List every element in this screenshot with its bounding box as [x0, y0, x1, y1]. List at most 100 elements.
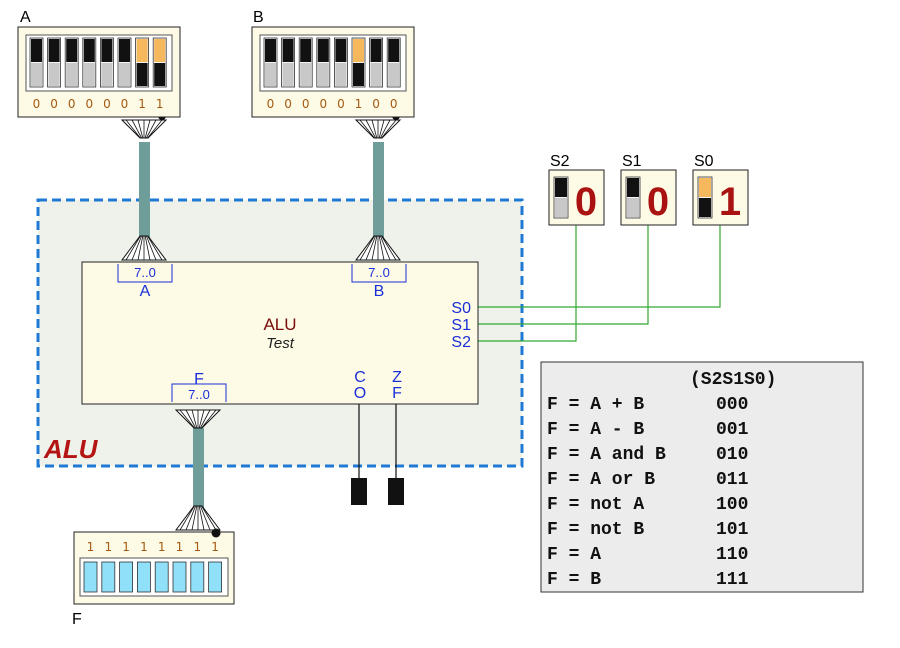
alu-title: ALU — [263, 315, 296, 334]
fan-line — [146, 119, 157, 139]
dip-lever-off — [31, 39, 42, 62]
fan-line — [147, 119, 163, 139]
dip-lever-base — [265, 63, 276, 86]
op-row-4-code: 100 — [716, 495, 748, 515]
connector-a-bottom — [121, 235, 167, 261]
fan-line — [144, 235, 151, 261]
input-b-bit-1: 0 — [284, 97, 292, 111]
fan-line — [131, 235, 142, 261]
op-row-5-code: 101 — [716, 520, 749, 540]
op-row-3-code: 011 — [716, 470, 749, 490]
fan-line — [371, 235, 378, 261]
dip-lever-off — [119, 39, 130, 62]
connector-f-bottom — [175, 505, 221, 531]
pin-s0: S0 — [451, 300, 471, 317]
dip-lever-off — [317, 39, 329, 62]
output-f-bit-0: 1 — [87, 540, 95, 554]
dip-lever-base — [353, 63, 364, 86]
port-a-range: 7..0 — [134, 265, 156, 280]
led-segment — [190, 561, 205, 593]
input-b-bit-4: 0 — [337, 97, 345, 111]
fan-line — [378, 119, 385, 139]
input-b-bit-3: 0 — [319, 97, 327, 111]
output-f-bit-4: 1 — [158, 540, 166, 554]
fan-line — [359, 119, 375, 139]
op-row-4-op: F = not A — [547, 495, 644, 515]
pin-zf-z: Z — [392, 369, 402, 386]
fan-line — [191, 409, 198, 429]
dip-lever-off — [300, 39, 312, 62]
dip-lever-base — [83, 63, 95, 86]
input-a-bit-6: 1 — [138, 97, 146, 111]
selector-s1-lever — [627, 178, 639, 197]
dip-lever-base — [300, 63, 312, 86]
input-a-bit-0: 0 — [33, 97, 41, 111]
probe-co[interactable] — [351, 478, 367, 505]
pin-co-o: O — [354, 385, 366, 402]
dip-lever-on — [154, 39, 166, 62]
dip-lever-off — [66, 39, 78, 62]
probe-zf[interactable] — [388, 478, 404, 505]
wire-s2[interactable] — [478, 225, 577, 342]
bus-b — [373, 142, 384, 240]
fan-line — [359, 235, 375, 261]
input-b-label: B — [253, 9, 264, 26]
dip-lever-base — [388, 63, 400, 86]
selector-s0-digit: 1 — [719, 180, 741, 224]
op-row-0-op: F = A + B — [547, 395, 644, 415]
dip-lever-base — [101, 63, 113, 86]
connector-f-top — [174, 409, 222, 429]
selector-s1-digit: 0 — [647, 180, 669, 224]
dip-lever-on — [353, 39, 364, 62]
port-b-range: 7..0 — [368, 265, 390, 280]
fan-line — [125, 235, 141, 261]
dip-lever-off — [388, 39, 400, 62]
dip-lever-off — [335, 39, 347, 62]
dip-lever-off — [370, 39, 382, 62]
alu-block[interactable] — [81, 261, 479, 405]
led-segment — [101, 561, 116, 593]
wire-s1[interactable] — [478, 225, 649, 325]
op-row-1-op: F = A - B — [547, 420, 644, 440]
fan-line — [381, 119, 397, 139]
input-b-bit-2: 0 — [302, 97, 310, 111]
input-a-bit-2: 0 — [68, 97, 76, 111]
op-row-0-code: 000 — [716, 395, 748, 415]
fan-line — [131, 119, 142, 139]
fan-line — [371, 119, 378, 139]
selector-s1[interactable]: S1 0 — [620, 153, 677, 226]
output-f-label: F — [72, 611, 82, 628]
input-a-bit-1: 0 — [50, 97, 58, 111]
selector-s2[interactable]: S2 0 — [548, 153, 605, 226]
op-row-1-code: 001 — [716, 420, 749, 440]
port-f-range: 7..0 — [188, 387, 210, 402]
fan-line — [144, 119, 151, 139]
bus-f — [193, 428, 204, 510]
output-f-bit-6: 1 — [193, 540, 201, 554]
dip-lever-off — [48, 39, 60, 62]
wire-s0[interactable] — [478, 225, 721, 308]
port-b-bracket — [351, 264, 407, 283]
dip-lever-off — [101, 39, 113, 62]
fan-line — [381, 235, 397, 261]
op-row-2-code: 010 — [716, 445, 748, 465]
selector-s0[interactable]: S0 1 — [692, 153, 749, 226]
led-segment — [154, 561, 169, 593]
selector-s1-label: S1 — [622, 153, 642, 170]
port-b-name: B — [374, 283, 385, 300]
fan-line — [201, 505, 217, 531]
fan-line — [198, 409, 205, 429]
fan-line — [137, 235, 144, 261]
input-a-bit-7: 1 — [156, 97, 164, 111]
selector-s2-lever — [555, 178, 567, 197]
output-f-bit-5: 1 — [176, 540, 184, 554]
op-row-7-code: 111 — [716, 570, 749, 590]
fan-line — [200, 409, 211, 429]
selector-s2-digit: 0 — [575, 180, 597, 224]
dip-lever-base — [119, 63, 130, 86]
selector-s0-label: S0 — [694, 153, 714, 170]
